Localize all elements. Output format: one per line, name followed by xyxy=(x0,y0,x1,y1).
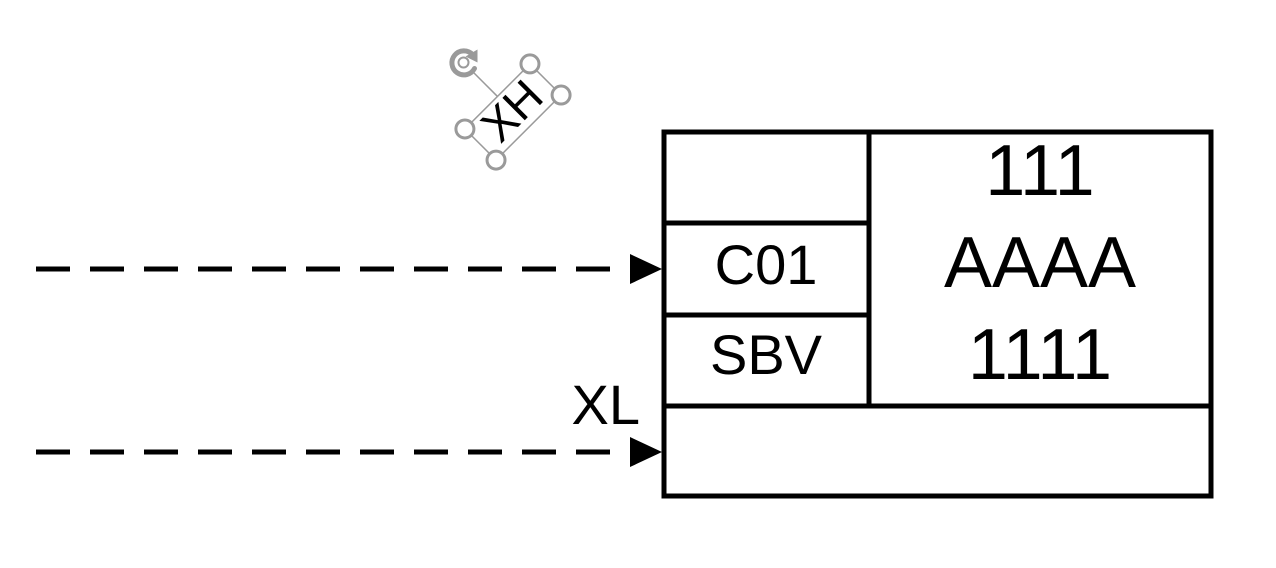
connection-1[interactable] xyxy=(36,254,662,284)
circle-handle-icon[interactable] xyxy=(483,147,508,172)
function-block[interactable] xyxy=(661,129,1214,499)
main-line-1: 111 xyxy=(985,131,1094,211)
circle-handle-icon[interactable] xyxy=(452,116,477,141)
cell-sbv-text[interactable]: SBV xyxy=(710,323,823,386)
connection-1-arrowhead xyxy=(630,254,662,284)
cell-c01-text[interactable]: C01 xyxy=(715,233,818,296)
circle-handle-icon[interactable] xyxy=(517,51,542,76)
connection-2-arrowhead xyxy=(630,437,662,467)
circle-handle-icon[interactable] xyxy=(548,82,573,107)
cell-top-left[interactable] xyxy=(667,135,866,221)
main-cell[interactable]: 111 AAAA 1111 xyxy=(944,131,1136,395)
selected-label-xh[interactable]: XH xyxy=(412,11,573,172)
rotate-handle-stem xyxy=(472,71,498,97)
connection-2[interactable]: XL xyxy=(36,373,662,467)
main-line-2: AAAA xyxy=(944,223,1136,303)
rotate-icon[interactable] xyxy=(449,48,478,78)
connection-2-label: XL xyxy=(572,373,641,436)
main-line-3: 1111 xyxy=(968,315,1112,395)
bottom-cell[interactable] xyxy=(667,409,1208,493)
selection-box xyxy=(463,62,563,162)
